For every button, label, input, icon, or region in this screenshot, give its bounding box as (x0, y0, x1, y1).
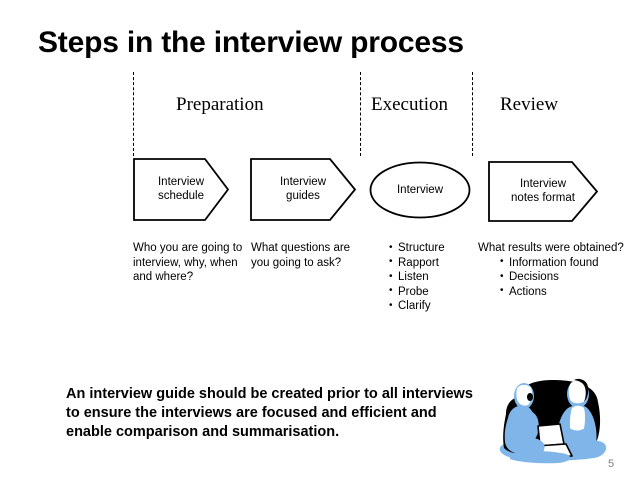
process-shape-interview-guides: Interview guides (250, 158, 357, 221)
phase-header-preparation: Preparation (176, 94, 264, 115)
list-item: Structure (389, 241, 479, 256)
phase-header-review: Review (500, 94, 559, 115)
process-shape-interview-notes-format: Interview notes format (488, 161, 599, 222)
review-bullet-list: Information found Decisions Actions (478, 255, 628, 300)
process-shape-interview-schedule: Interview schedule (133, 158, 230, 221)
description-interview-guides: What questions are you going to ask? (251, 242, 351, 269)
phase-divider-left (133, 72, 134, 156)
execution-bullet-list: Structure Rapport Listen Probe Clarify (389, 241, 479, 314)
phase-divider-right (472, 72, 473, 156)
description-review: What results were obtained? Information … (478, 241, 628, 299)
summary-text: An interview guide should be created pri… (66, 386, 473, 440)
page-title: Steps in the interview process (38, 26, 464, 59)
phase-header-execution: Execution (371, 94, 449, 115)
list-item: Actions (500, 284, 628, 300)
list-item: Listen (389, 270, 479, 285)
description-execution: Structure Rapport Listen Probe Clarify (389, 241, 479, 314)
two-people-interview-illustration-icon (486, 374, 620, 466)
list-item: Rapport (389, 255, 479, 271)
page-number: 5 (608, 458, 615, 470)
list-item: Clarify (389, 299, 479, 314)
list-item: Probe (389, 284, 479, 300)
phase-divider-middle (360, 72, 361, 156)
list-item: Decisions (500, 270, 628, 285)
review-heading: What results were obtained? (478, 242, 624, 254)
process-shape-interview: Interview (369, 161, 471, 219)
description-interview-schedule: Who you are going to interview, why, whe… (133, 242, 243, 283)
list-item: Information found (500, 255, 628, 271)
